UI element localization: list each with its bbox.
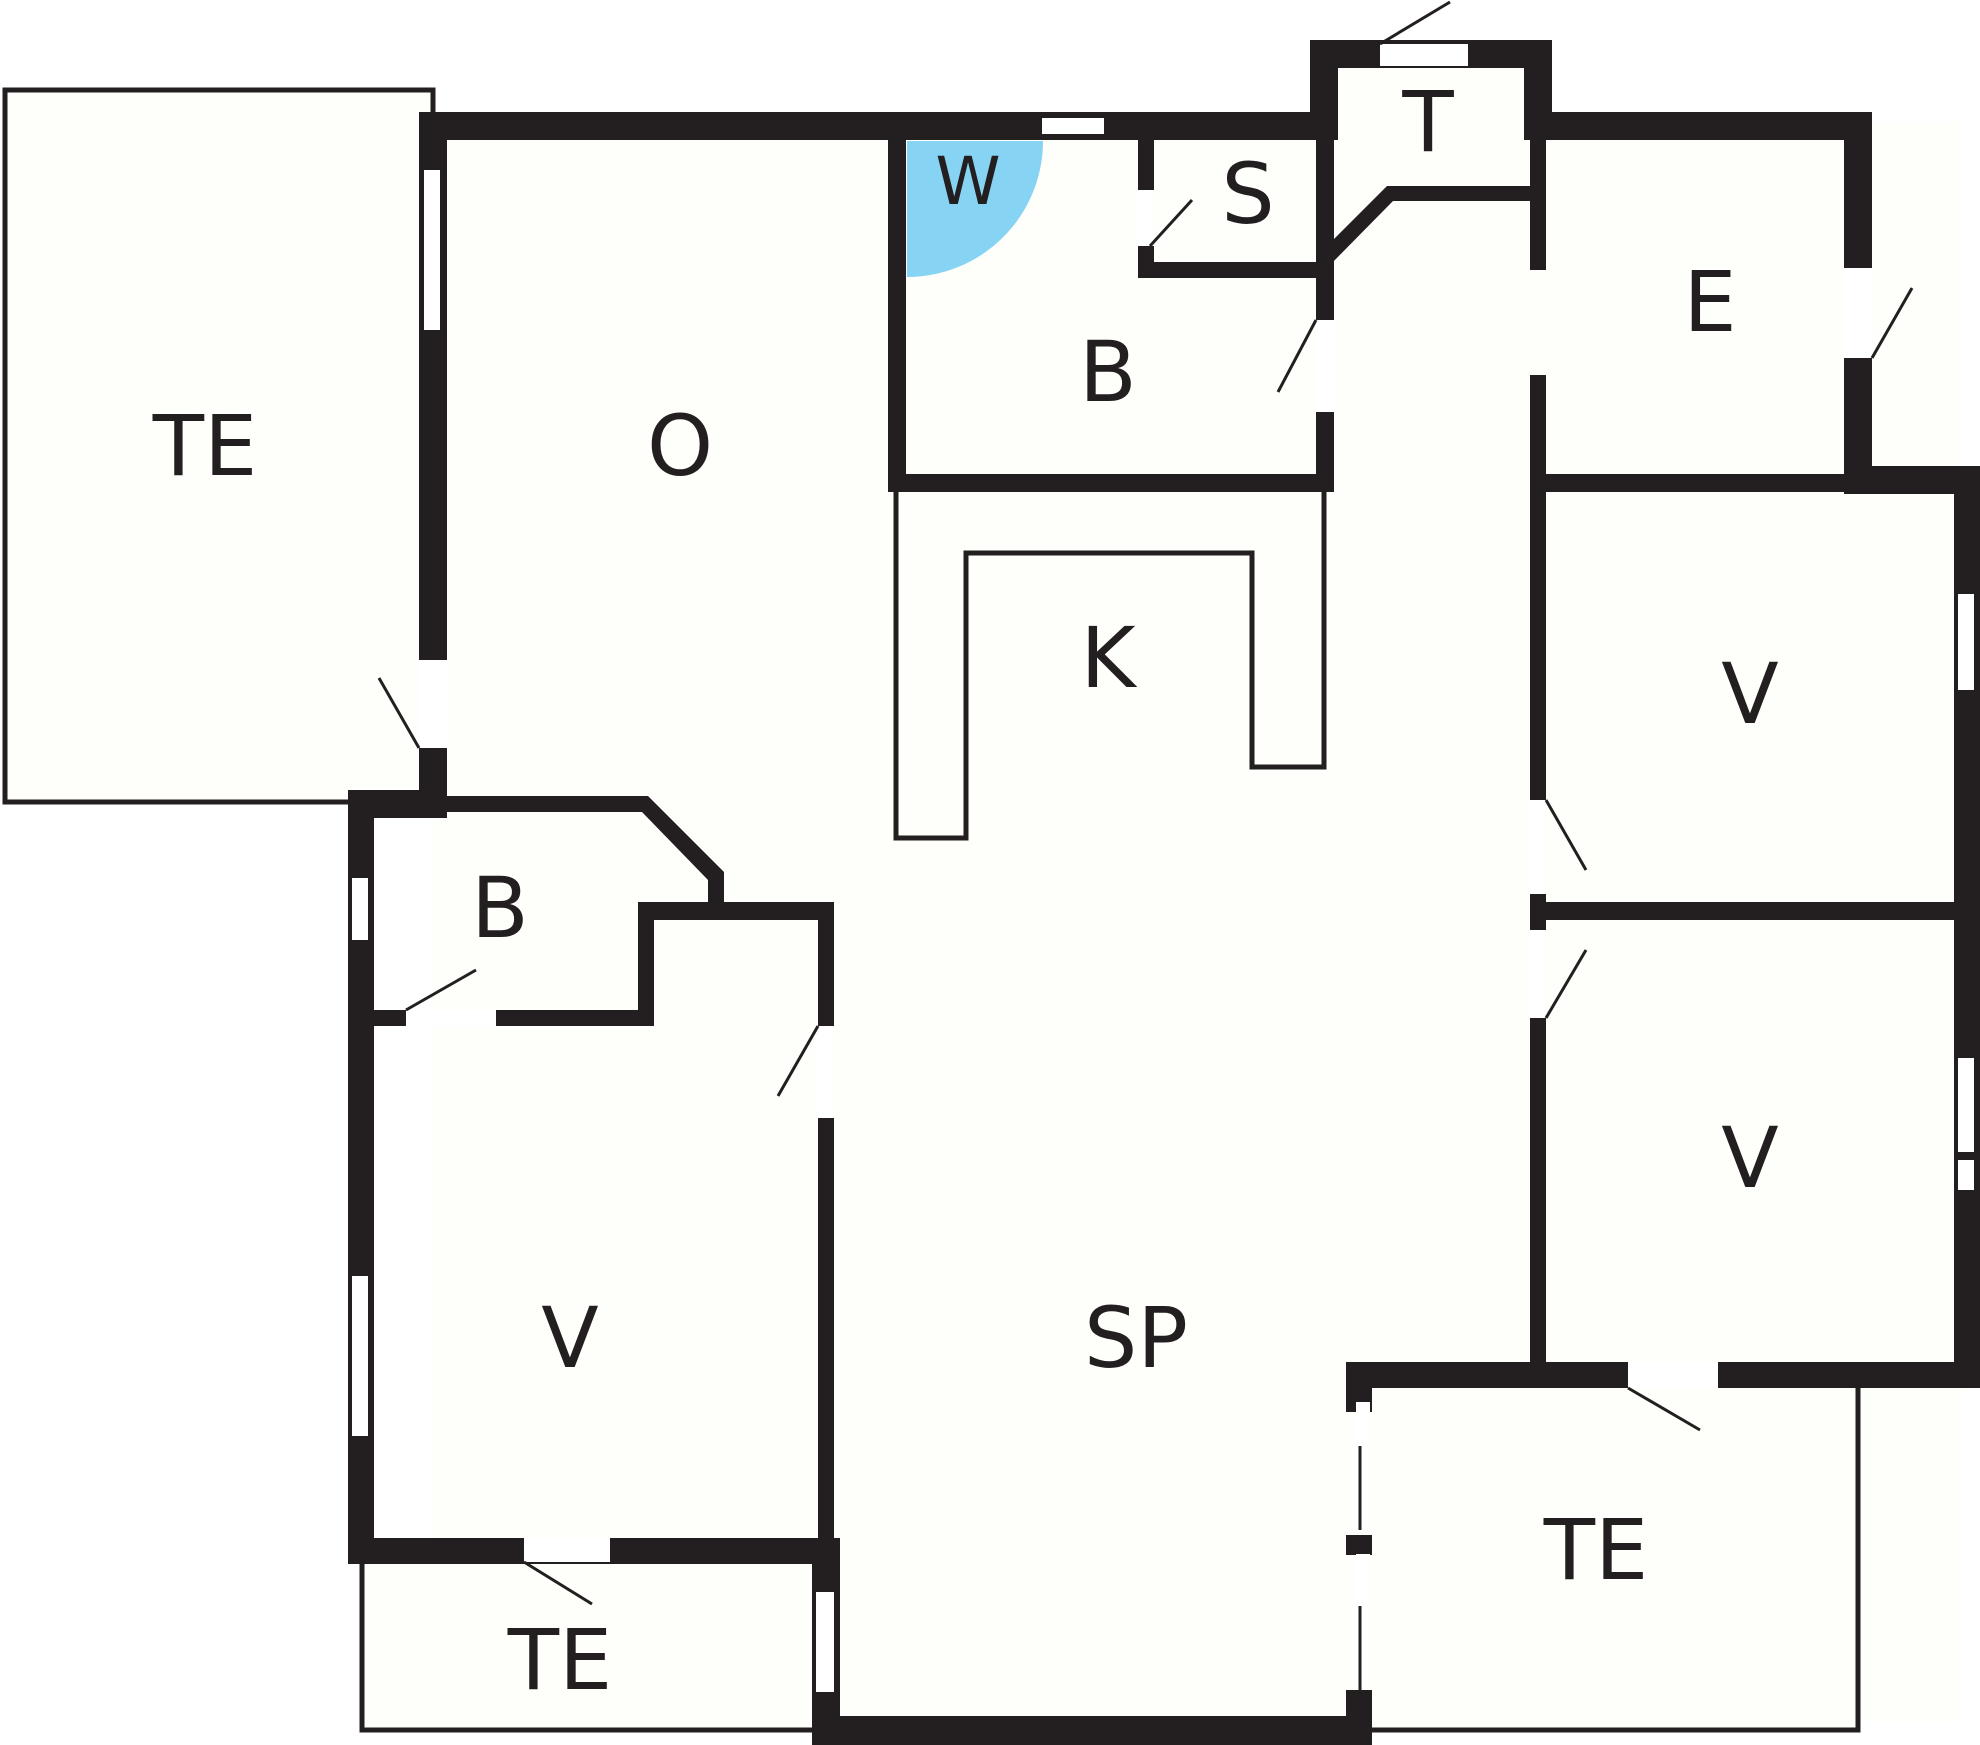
terrace-south-east-outline: [1370, 1388, 1861, 1733]
terrace-west-outline: [2, 87, 436, 805]
wall: [362, 1010, 654, 1026]
terrace-south-east-floor: [1370, 1382, 1860, 1730]
thin-outlines: [2, 87, 1861, 1733]
room-label-bedroom-east-upper: V: [1721, 645, 1778, 743]
kitchen-counter-outline: [893, 490, 1327, 841]
opening: [1138, 190, 1154, 246]
window: [1958, 1160, 1974, 1190]
wall: [818, 902, 834, 1550]
wall: [1530, 474, 1860, 492]
wall: [446, 796, 724, 904]
wall: [1524, 112, 1872, 140]
room-label-kitchen: K: [1080, 609, 1137, 707]
terrace-south-west-floor: [362, 1562, 812, 1730]
room-label-toilet: T: [1401, 73, 1454, 171]
room-label-water-heater: W: [935, 143, 1000, 220]
opening: [524, 1538, 610, 1562]
room-label-bedroom-west: V: [541, 1289, 598, 1387]
room-label-bathroom-west: B: [471, 859, 529, 957]
opening: [818, 1026, 834, 1118]
door: [523, 1560, 593, 1606]
opening: [419, 660, 447, 748]
wall: [610, 1538, 838, 1562]
doors: [377, 0, 1914, 1690]
room-label-terrace-south-west: TE: [507, 1611, 612, 1709]
toilet-floor: [1320, 48, 1540, 198]
opening: [1530, 800, 1546, 894]
door: [1379, 0, 1451, 46]
room-label-storage: S: [1221, 145, 1274, 243]
wall: [1316, 130, 1334, 492]
window: [1042, 118, 1104, 134]
window: [1356, 1402, 1370, 1532]
room-label-office: O: [647, 397, 713, 495]
terrace-west-floor: [5, 90, 433, 802]
room-label-terrace-west: TE: [152, 397, 257, 495]
window: [352, 1276, 368, 1436]
opening: [1844, 268, 1872, 358]
wall: [888, 130, 906, 490]
opening: [1530, 930, 1546, 1018]
door: [1148, 198, 1194, 248]
window: [1958, 1058, 1974, 1152]
window: [816, 1592, 834, 1692]
wall: [374, 1538, 524, 1562]
window: [1958, 594, 1974, 690]
room-label-living-dining: SP: [1084, 1289, 1188, 1387]
door: [1627, 1386, 1701, 1432]
room-label-terrace-south-east: TE: [1543, 1501, 1648, 1599]
wall: [638, 902, 654, 1026]
room-label-bathroom-north: B: [1079, 323, 1137, 421]
wall: [1530, 130, 1546, 270]
wall: [1316, 186, 1531, 268]
opening: [406, 1010, 496, 1026]
wall: [888, 474, 1334, 492]
door: [1544, 799, 1588, 871]
door: [776, 1025, 820, 1097]
wall: [1310, 40, 1338, 140]
water-heater-icon: [907, 141, 1043, 277]
wall: [812, 1716, 1372, 1745]
window: [1380, 44, 1468, 66]
wall: [1346, 1535, 1372, 1555]
wall: [1530, 902, 1970, 920]
wall: [419, 112, 1327, 140]
opening: [1628, 1362, 1718, 1388]
window: [352, 878, 368, 940]
window: [1356, 1554, 1370, 1690]
room-labels: TE O W S T B E K V V B V SP TE TE: [152, 73, 1779, 1709]
wall: [638, 902, 834, 920]
door: [1544, 949, 1588, 1019]
opening: [1316, 320, 1334, 412]
room-label-entrance: E: [1683, 253, 1736, 351]
door: [1870, 287, 1914, 359]
floor-areas: [5, 48, 1962, 1730]
window: [424, 170, 440, 330]
wall: [1138, 262, 1334, 278]
door: [377, 677, 421, 749]
terrace-south-west-outline: [359, 1562, 812, 1733]
door: [1276, 319, 1318, 393]
door: [405, 968, 477, 1012]
room-label-bedroom-east-lower: V: [1721, 1109, 1778, 1207]
